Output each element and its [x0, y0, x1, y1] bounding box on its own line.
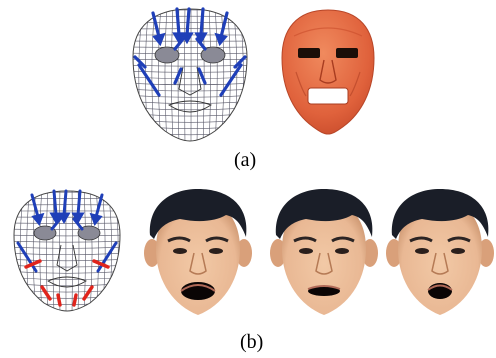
caption-a: (a)	[234, 150, 256, 170]
wireframe-face-a	[125, 5, 255, 143]
wireframe-face-b	[6, 187, 128, 313]
photo-face-2	[268, 187, 380, 319]
caption-b: (b)	[240, 332, 263, 352]
shaded-mask	[272, 6, 384, 136]
muscle-arrows-b-blue	[18, 191, 116, 271]
photo-face-1	[142, 187, 254, 319]
photo-face-3	[384, 187, 496, 319]
